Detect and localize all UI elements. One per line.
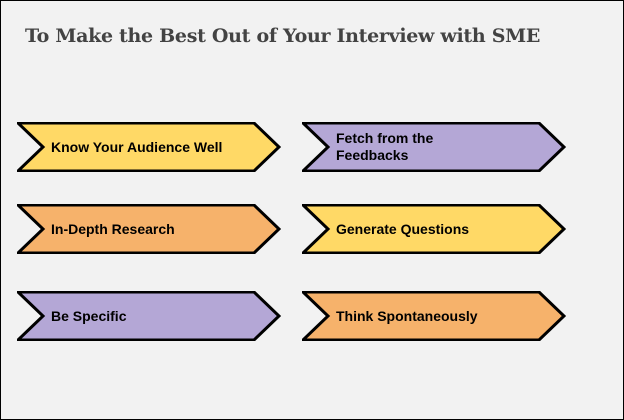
- chevron-step-generate-questions: Generate Questions: [302, 204, 566, 254]
- chevron-shape: [17, 204, 281, 254]
- step-label: Know Your Audience Well: [51, 138, 223, 155]
- step-label: Generate Questions: [336, 220, 470, 237]
- step-label: Fetch from the Feedbacks: [336, 130, 434, 163]
- chevron-step-research: In-Depth Research: [17, 204, 281, 254]
- chevron-shape: [17, 122, 281, 172]
- chevron-step-fetch-feedbacks: Fetch from the Feedbacks: [302, 122, 566, 172]
- step-label: In-Depth Research: [51, 220, 175, 237]
- chevron-step-think-spontaneously: Think Spontaneously: [302, 291, 566, 341]
- step-label: Think Spontaneously: [336, 307, 478, 324]
- diagram-title: To Make the Best Out of Your Interview w…: [25, 25, 541, 47]
- chevron-shape: [302, 204, 566, 254]
- chevron-shape: [302, 122, 566, 172]
- step-label: Be Specific: [51, 307, 127, 324]
- chevron-shape: [302, 291, 566, 341]
- chevron-step-be-specific: Be Specific: [17, 291, 281, 341]
- chevron-step-know-audience: Know Your Audience Well: [17, 122, 281, 172]
- chevron-shape: [17, 291, 281, 341]
